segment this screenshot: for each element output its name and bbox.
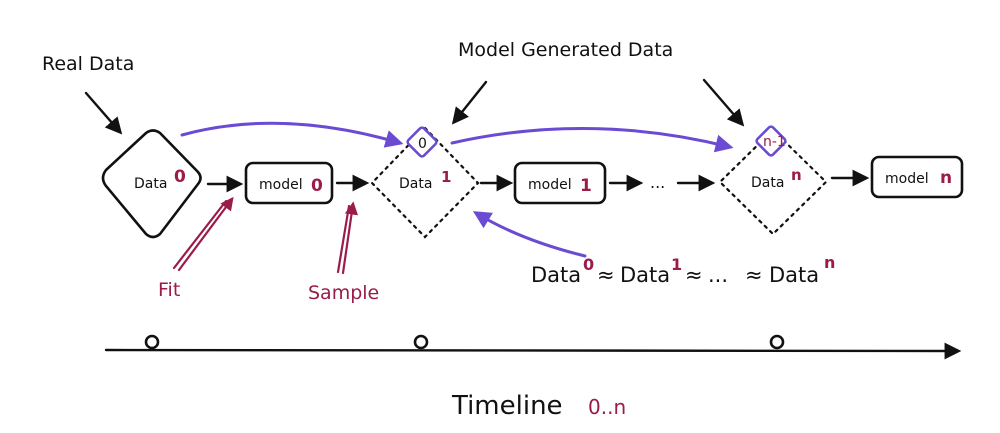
fit-arrow-b [177,196,234,272]
real-data-label: Real Data [42,53,134,75]
fit-arrow-a [172,199,228,270]
data0-diamond [101,129,202,239]
model1-label: model [528,177,572,193]
eq-op1: ≈ [597,263,615,287]
sample-arrow-a [336,204,351,274]
datan-node: n-1 Data n [718,125,828,236]
equation: Data 0 ≈ Data 1 ≈ ... ≈ Data n [531,253,835,287]
timeline-label: Timeline [451,391,563,421]
chain-ellipsis: ... [650,173,665,192]
data1-superscript: 1 [441,168,451,186]
timeline-marker-n [769,334,785,350]
model1-superscript: 1 [580,176,592,196]
timeline-axis [104,342,962,360]
eq-op3: ≈ [745,263,763,287]
model1-box [513,161,607,205]
model-generated-data-label: Model Generated Data [458,39,673,61]
eq-op2: ≈ [685,263,703,287]
datan-diamond [718,128,828,236]
model1-node: model 1 [513,161,607,205]
data1-diamond [370,126,480,239]
purple-arrow-equation [472,211,587,258]
data1-tag-box [406,126,438,158]
eq-data1: Data [620,263,670,287]
data1-tag: 0 [418,136,427,152]
data0-label: Data [134,176,167,192]
modeln-superscript: n [940,168,952,188]
fit-label: Fit [158,279,180,301]
modeln-node: model n [870,155,964,199]
timeline-marker-0 [144,334,160,350]
datan-tag: n-1 [763,134,786,150]
eq-data0: Data [531,263,581,287]
eq-datan: Data [769,263,819,287]
eq-sup0: 0 [583,255,594,274]
model0-box [244,161,334,205]
model-generated-arrow-2 [702,78,745,127]
timeline-range: 0..n [588,395,626,419]
real-data-arrow [84,91,123,135]
sample-arrow-b [341,201,359,275]
datan-label: Data [751,175,784,191]
data1-node: 0 Data 1 [370,126,480,239]
data0-superscript: 0 [174,167,186,187]
data1-label: Data [399,176,432,192]
model-generated-arrow-1 [451,80,488,125]
datan-superscript: n [791,166,802,184]
timeline-marker-1 [413,334,429,350]
model0-node: model 0 [244,161,334,205]
data0-node: Data 0 [101,129,202,239]
eq-supn: n [824,253,835,272]
eq-sup1: 1 [671,255,682,274]
sample-label: Sample [308,282,379,304]
modeln-label: model [885,171,929,187]
purple-arrow-data1-datan [450,126,734,153]
purple-arrow-data0-data1 [180,121,404,148]
model0-label: model [259,177,303,193]
eq-dots: ... [708,263,728,287]
model0-superscript: 0 [311,176,323,196]
modeln-box [870,155,964,199]
datan-tag-box [755,125,787,157]
